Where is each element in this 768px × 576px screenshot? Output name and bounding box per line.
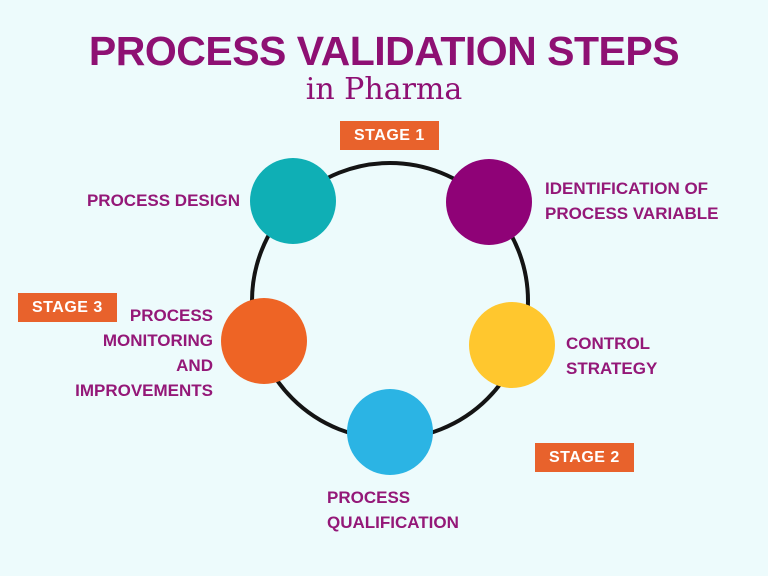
stage-1-badge: STAGE 1 [340,121,439,150]
page-subtitle: in Pharma [305,72,463,107]
node-circle-identification-of-process-variable [446,159,532,245]
label-process-monitoring-and-improvements: PROCESS MONITORING AND IMPROVEMENTS [75,306,213,400]
node-circle-control-strategy [469,302,555,388]
label-process-design: PROCESS DESIGN [86,191,240,210]
label-process-qualification: PROCESS QUALIFICATION [327,488,459,532]
stage-2-badge: STAGE 2 [535,443,634,472]
stage-3-badge: STAGE 3 [18,293,117,322]
node-circle-process-design [250,158,336,244]
page-title: PROCESS VALIDATION STEPS [88,28,680,74]
node-circle-process-monitoring-and-improvements [221,298,307,384]
label-identification-of-process-variable: IDENTIFICATION OF PROCESS VARIABLE [545,179,719,223]
label-control-strategy: CONTROL STRATEGY [566,334,658,378]
node-circle-process-qualification [347,389,433,475]
